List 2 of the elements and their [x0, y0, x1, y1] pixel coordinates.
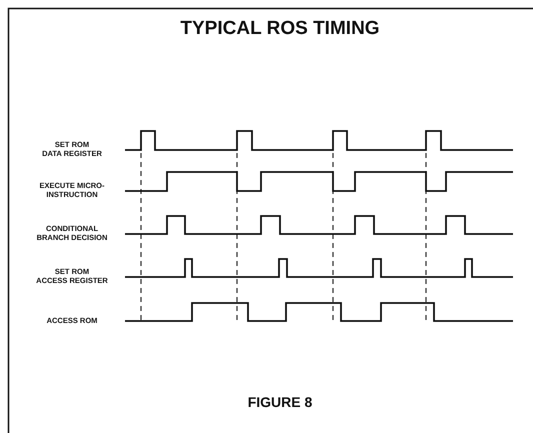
title: TYPICAL ROS TIMING [179, 18, 381, 40]
caption: FIGURE 8 [246, 394, 314, 410]
